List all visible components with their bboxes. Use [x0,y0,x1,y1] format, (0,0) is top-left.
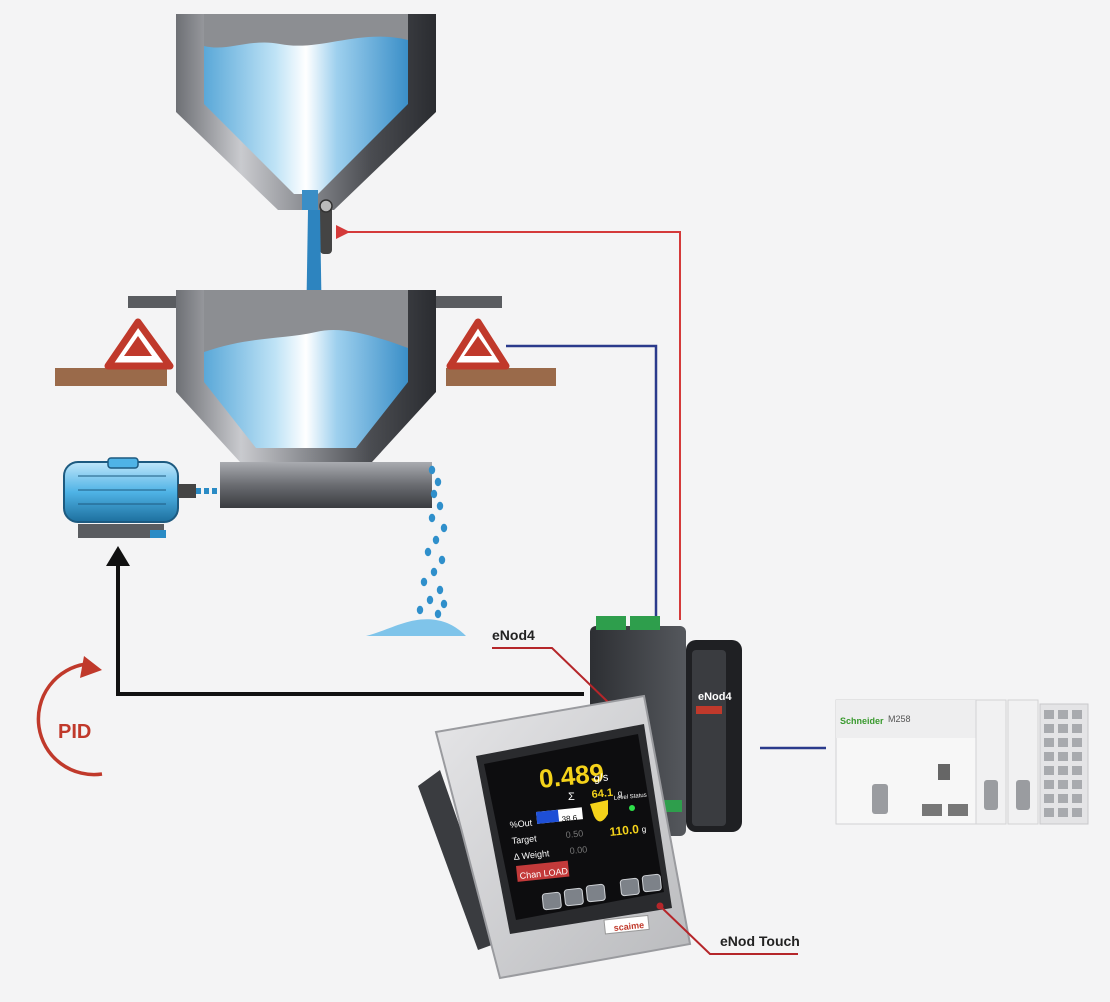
drop-15 [440,599,448,609]
drop-8 [424,547,432,557]
plc-controller: Schneider M258 [835,699,1089,825]
drop-4 [436,501,444,511]
product-drops [416,465,448,619]
io-terminal [1044,724,1054,733]
motor-drive-line [106,546,584,696]
level-unit: g [641,825,646,834]
status-led-icon [629,805,635,811]
io-terminal [1058,724,1068,733]
drop-5 [428,513,436,523]
heat-sink [418,770,500,950]
io-terminal [1044,794,1054,803]
io-terminal [1058,710,1068,719]
total-unit: g [617,789,622,798]
plc-brand: Schneider [840,716,884,726]
io-terminal [1044,766,1054,775]
io-terminal [1044,808,1054,817]
drop-16 [434,609,442,619]
io-terminal [1058,738,1068,747]
product-heap [366,619,466,636]
out-bar-fill [536,809,560,824]
io-terminal [1072,738,1082,747]
total-value: 64.1 [591,787,614,801]
io-terminal [1044,780,1054,789]
level-gauge-icon [590,800,608,822]
weight-label: Δ Weight [513,848,550,862]
sigma-symbol: Σ [568,791,575,803]
pause-button[interactable] [563,887,584,907]
io-terminal [1058,794,1068,803]
enod-touch-callout: eNod Touch [656,902,800,955]
weight-value: 0.00 [569,844,587,856]
io-terminal [1044,752,1054,761]
io-terminal [1072,766,1082,775]
load-cell-right-icon [446,318,510,370]
io-terminal [1044,710,1054,719]
drop-6 [440,523,448,533]
io-terminal [1058,752,1068,761]
drop-2 [434,477,442,487]
vibratory-feeder [220,462,432,508]
next-button[interactable] [641,873,662,893]
support-beams [55,368,556,386]
weigh-hopper [128,290,502,462]
level-status-label: Level Status [614,793,647,802]
motor-icon [63,457,220,538]
pid-label: PID [58,721,91,743]
enod4-brand-text: eNod4 [698,691,733,703]
io-terminal [1058,766,1068,775]
rate-unit: g/s [593,771,609,785]
arrow-up-icon [106,546,130,566]
target-label: Target [511,833,537,846]
pid-loop-icon [36,656,103,777]
enod4-label: eNod4 [492,627,535,643]
io-terminal [1072,808,1082,817]
dosing-valve [319,199,333,254]
scaime-logo [603,914,650,935]
target-value: 0.50 [565,828,583,840]
serial-port-icon [872,784,888,814]
usb-port-icon [938,764,950,780]
drop-3 [430,489,438,499]
chan-load-button[interactable] [516,860,570,882]
plc-io-modules [1044,710,1082,817]
drop-14 [416,605,424,615]
io-terminal [1072,794,1082,803]
io-terminal [1044,738,1054,747]
top-hopper [176,14,436,210]
io-terminal [1072,780,1082,789]
io-terminal [1072,752,1082,761]
enod-touch-panel: 0.489 g/s Σ 64.1 g %Out 38.6 Target 0.50… [418,694,692,980]
enod-touch-label: eNod Touch [720,933,800,949]
drop-7 [432,535,440,545]
control-signal-line [336,225,681,620]
out-label: %Out [509,818,533,830]
io-terminal [1058,808,1068,817]
ethernet-port-2-icon [948,804,968,816]
io-terminal [1072,710,1082,719]
drop-11 [420,577,428,587]
rate-value: 0.489 [537,757,605,794]
scaime-logo-text: scaime [613,920,644,933]
out-value: 38.6 [561,813,578,824]
io-terminal [1072,724,1082,733]
drop-12 [436,585,444,595]
touch-button-1[interactable] [541,891,562,911]
io-terminal [1058,780,1068,789]
stop-button[interactable] [585,883,606,903]
load-cell-left-icon [104,318,174,370]
drop-13 [426,595,434,605]
plc-model: M258 [888,714,911,724]
level-value: 110.0 [609,822,640,839]
touch-buttons [541,873,662,911]
prev-button[interactable] [619,877,640,897]
drop-1 [428,465,436,475]
load-cell-signal-line [506,344,658,620]
ethernet-port-1-icon [922,804,942,816]
drop-9 [438,555,446,565]
drop-10 [430,567,438,577]
